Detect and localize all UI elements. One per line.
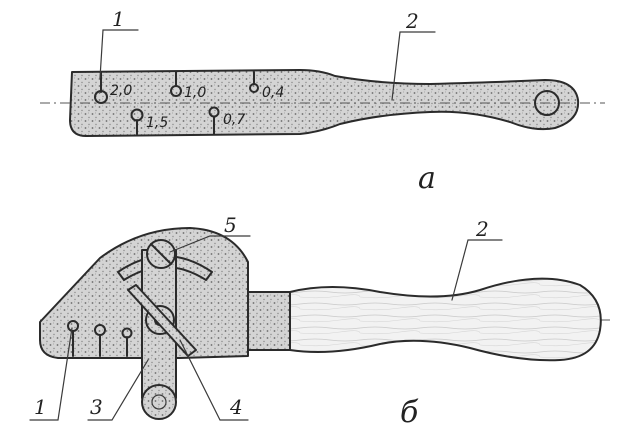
callout-b-3: 3 bbox=[90, 395, 103, 419]
gauge-hole-1-5 bbox=[130, 108, 144, 135]
caption-b: б bbox=[400, 395, 419, 430]
gauge-hole-1-0 bbox=[170, 71, 182, 97]
cutter-blade bbox=[127, 284, 197, 357]
gauge-value-1-0: 1,0 bbox=[184, 85, 206, 101]
callout-b-1: 1 bbox=[34, 395, 47, 419]
view-b-assembled-tool: 5 2 1 3 4 б bbox=[29, 213, 610, 430]
leader-b-3 bbox=[87, 359, 149, 421]
screw-slot bbox=[150, 243, 172, 265]
gauge-value-2-0: 2,0 bbox=[110, 83, 132, 99]
gauge-value-0-4: 0,4 bbox=[262, 85, 284, 101]
callout-a-1: 1 bbox=[112, 7, 125, 31]
leader-b-2 bbox=[451, 239, 503, 301]
leader-b-4 bbox=[179, 339, 249, 421]
callout-b-5: 5 bbox=[224, 213, 237, 237]
plate-hole-small bbox=[121, 327, 133, 357]
bottom-roller bbox=[141, 384, 177, 420]
plate-hole-large bbox=[67, 320, 79, 357]
callout-b-2: 2 bbox=[475, 217, 489, 241]
leader-b-1 bbox=[29, 327, 73, 421]
plate-hole-medium bbox=[94, 324, 106, 357]
caption-a: а bbox=[418, 161, 436, 196]
gauge-value-0-7: 0,7 bbox=[223, 112, 245, 128]
gauge-hole-0-4 bbox=[249, 71, 259, 93]
gauge-hole-0-7 bbox=[208, 106, 220, 135]
bottom-roller-hub bbox=[151, 394, 167, 410]
gauge-hole-2-0 bbox=[94, 71, 108, 104]
leader-b-5 bbox=[169, 235, 251, 253]
gauge-value-1-5: 1,5 bbox=[146, 115, 168, 131]
callout-b-4: 4 bbox=[229, 395, 243, 419]
leader-a-2 bbox=[391, 31, 436, 101]
ferrule bbox=[247, 291, 291, 351]
callout-a-2: 2 bbox=[405, 9, 419, 33]
leader-a-1 bbox=[99, 29, 139, 79]
view-a-flat-gauge: 2,0 1,0 0,4 1,5 0,7 1 2 а bbox=[40, 7, 605, 196]
wooden-handle bbox=[289, 277, 602, 362]
mounting-hole bbox=[534, 90, 560, 116]
